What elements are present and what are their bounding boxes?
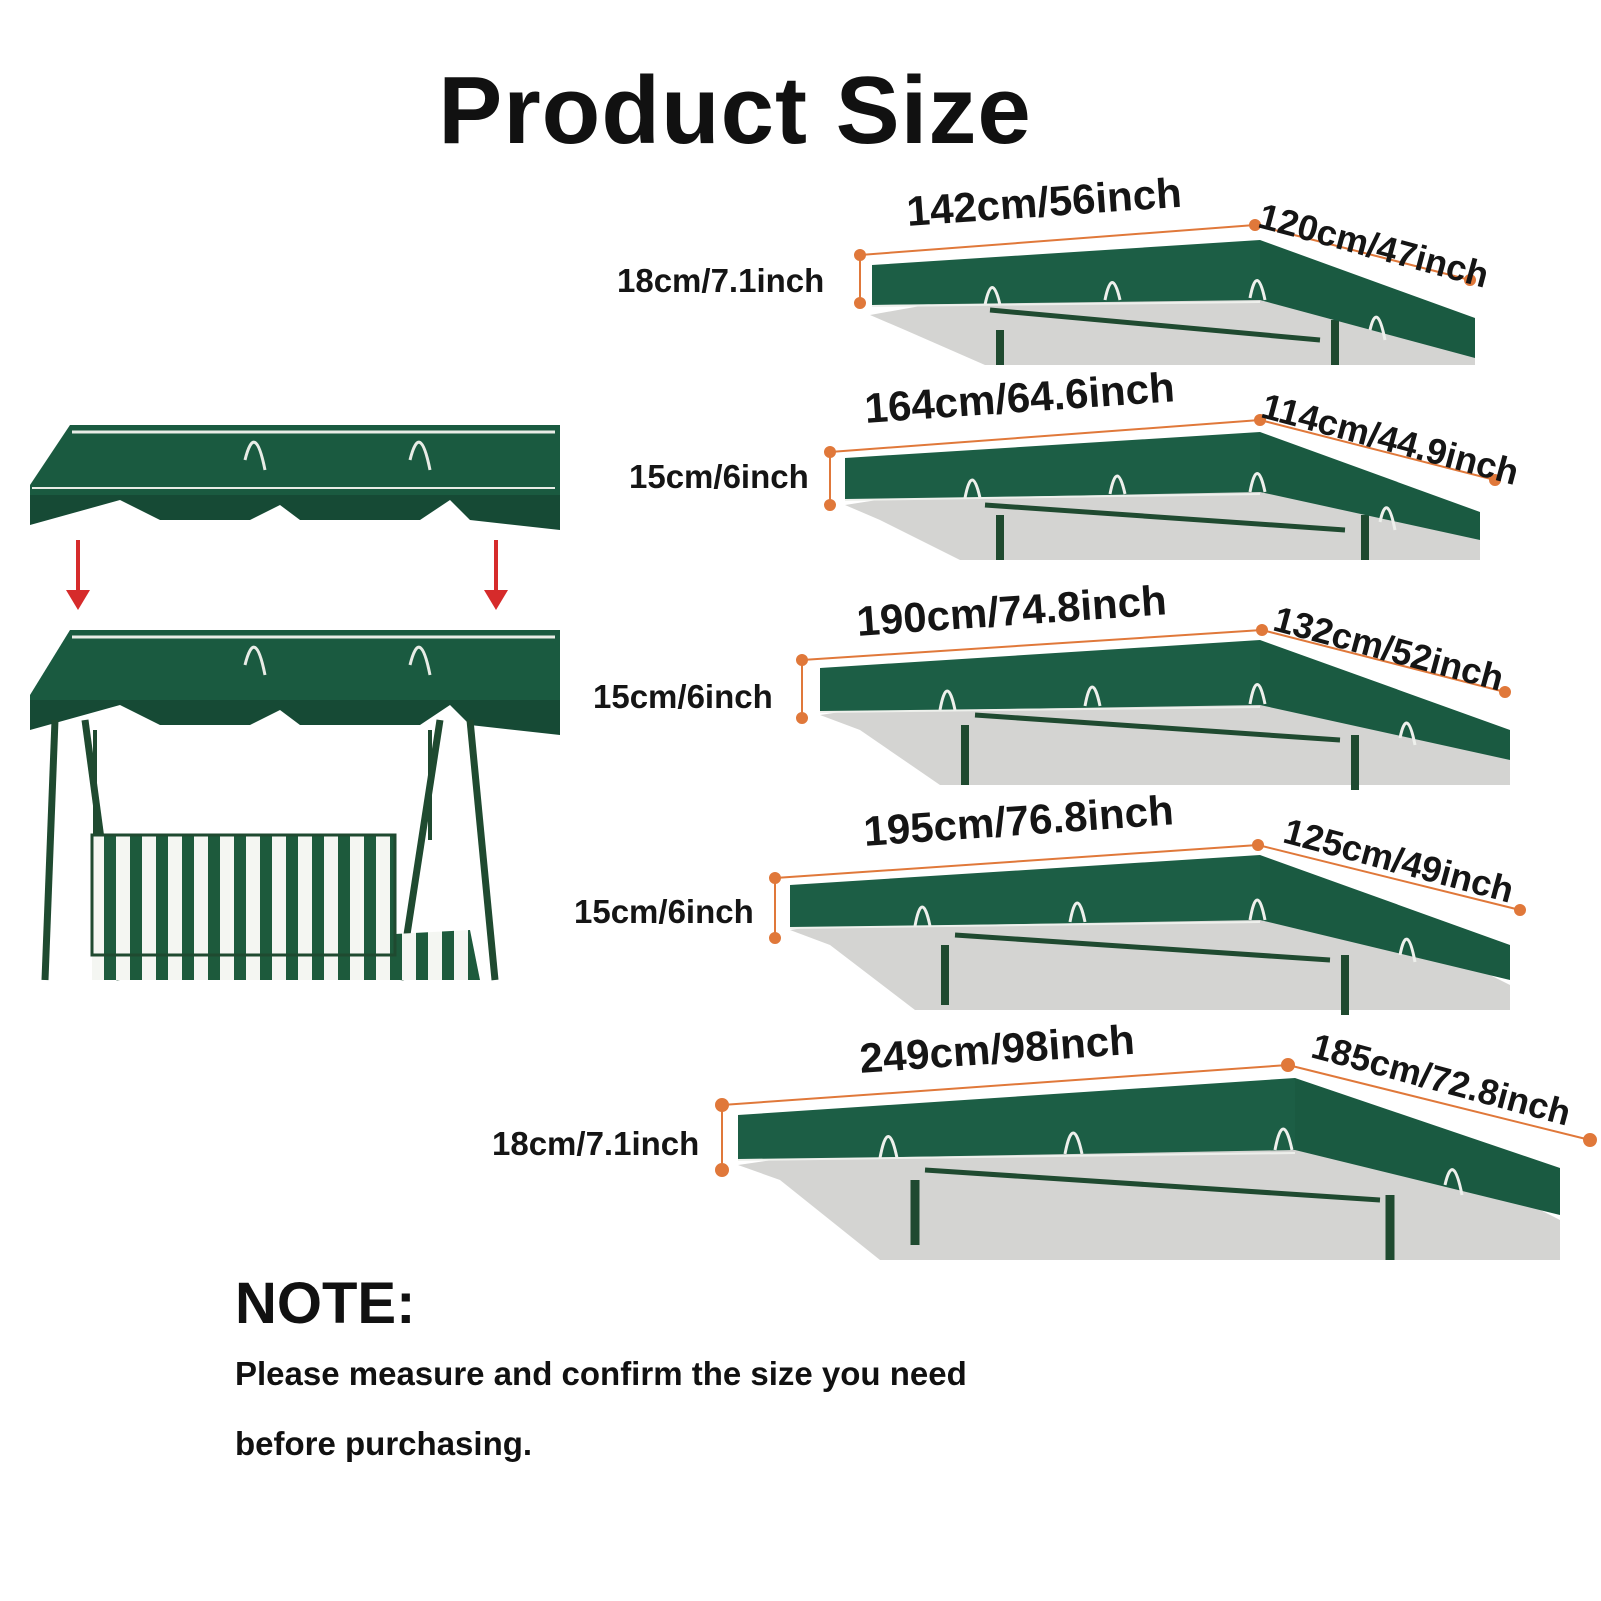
- page-title: Product Size: [438, 57, 1032, 164]
- canopy-1-graphic: [870, 240, 1475, 365]
- canopy-3-height: 15cm/6inch: [593, 678, 773, 715]
- canopy-4-height: 15cm/6inch: [574, 893, 754, 930]
- note-line-2: before purchasing.: [235, 1425, 533, 1462]
- down-arrow-icon: [66, 540, 90, 610]
- swing-illustration: [30, 630, 560, 981]
- down-arrow-icon: [484, 540, 508, 610]
- canopy-1-height: 18cm/7.1inch: [617, 262, 825, 299]
- note-line-1: Please measure and confirm the size you …: [235, 1355, 967, 1392]
- canopy-2-height: 15cm/6inch: [629, 458, 809, 495]
- canopy-2-graphic: [844, 432, 1480, 560]
- canopy-4-graphic: [789, 855, 1510, 1015]
- note-heading: NOTE:: [235, 1271, 416, 1336]
- canopy-3-graphic: [819, 640, 1510, 790]
- canopy-5-graphic: [737, 1078, 1560, 1260]
- dimension-lines: [715, 219, 1597, 1177]
- canopy-5-height: 18cm/7.1inch: [492, 1125, 700, 1162]
- canopy-top-illustration: [30, 425, 560, 530]
